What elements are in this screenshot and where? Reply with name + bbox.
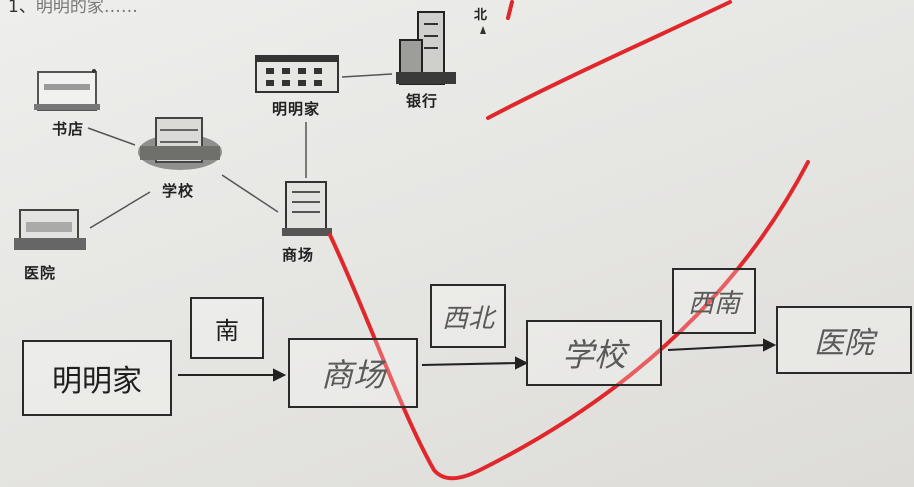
- direction-box-1: 南: [190, 297, 264, 359]
- north-label: 北: [474, 8, 489, 23]
- path-home-bank: [341, 73, 393, 78]
- bank-building-icon: [396, 11, 456, 85]
- place-box-1: 商场: [288, 338, 418, 408]
- bookstore-label: 书店: [52, 120, 85, 138]
- arrow-3: [667, 344, 767, 351]
- direction-box-2: 西北: [430, 284, 506, 348]
- mall-building-icon: [282, 181, 332, 236]
- place-box-2: 学校: [526, 320, 662, 386]
- hospital-building-icon: [14, 209, 86, 250]
- arrow-2: [421, 362, 519, 366]
- path-school-hospital: [89, 191, 151, 229]
- home-label: 明明家: [272, 100, 321, 118]
- place-box-3: 医院: [776, 306, 912, 374]
- question-text: 1、明明的家……: [8, 0, 138, 17]
- path-school-mall: [221, 174, 279, 213]
- home-building-icon: [255, 55, 339, 93]
- red-check-mark: [328, 0, 810, 481]
- bookstore-building-icon: [34, 69, 100, 111]
- school-label: 学校: [162, 182, 195, 200]
- route-arrows: [178, 338, 777, 382]
- mall-label: 商场: [282, 246, 315, 264]
- path-bookstore-school: [87, 127, 136, 146]
- bank-label: 银行: [406, 92, 439, 110]
- route-start-box: 明明家: [22, 340, 172, 416]
- north-arrow-icon: [480, 26, 486, 34]
- direction-box-3: 西南: [672, 268, 756, 334]
- school-building-icon: [138, 117, 222, 170]
- hospital-label: 医院: [24, 264, 57, 282]
